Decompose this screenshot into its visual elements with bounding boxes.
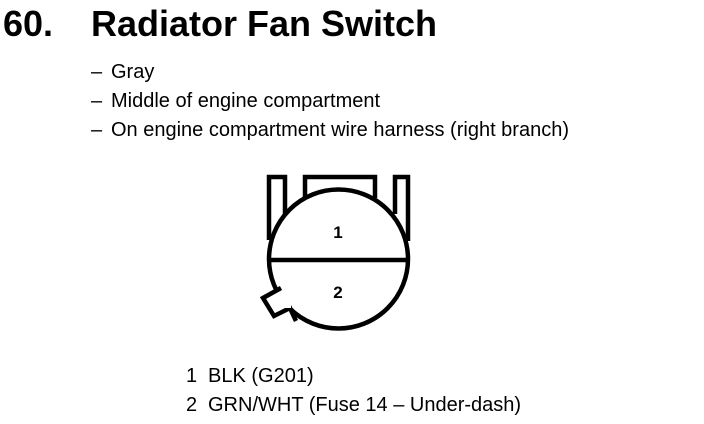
terminal-1-label: 1: [333, 223, 342, 242]
connector-housing-left: [266, 174, 288, 240]
pinout-row: 1 BLK (G201): [186, 362, 521, 391]
bullet-dash: –: [91, 61, 103, 83]
detail-color: –Gray: [91, 58, 569, 87]
connector-diagram: 1 2: [259, 174, 411, 331]
detail-harness: –On engine compartment wire harness (rig…: [91, 116, 569, 145]
detail-location: –Middle of engine compartment: [91, 87, 569, 116]
page-title: 60. Radiator Fan Switch: [3, 2, 437, 46]
pin-number: 2: [186, 394, 198, 416]
section-number: 60.: [3, 3, 54, 44]
terminal-2-label: 2: [333, 283, 342, 302]
wire-description: BLK (G201): [208, 365, 314, 387]
detail-text: Middle of engine compartment: [111, 90, 381, 112]
wire-description: GRN/WHT (Fuse 14 – Under-dash): [208, 394, 522, 416]
detail-text: Gray: [111, 61, 155, 83]
pinout-list: 1 BLK (G201) 2 GRN/WHT (Fuse 14 – Under-da…: [186, 362, 521, 420]
detail-text: On engine compartment wire harness (righ…: [111, 119, 569, 141]
connector-housing-right: [392, 174, 411, 241]
pin-number: 1: [186, 365, 198, 387]
bullet-dash: –: [91, 90, 103, 112]
component-details: –Gray –Middle of engine compartment –On …: [91, 58, 569, 145]
section-title: Radiator Fan Switch: [91, 3, 438, 44]
bullet-dash: –: [91, 119, 103, 141]
connector-lock-tab: [302, 174, 378, 198]
pinout-row: 2 GRN/WHT (Fuse 14 – Under-dash): [186, 391, 521, 420]
